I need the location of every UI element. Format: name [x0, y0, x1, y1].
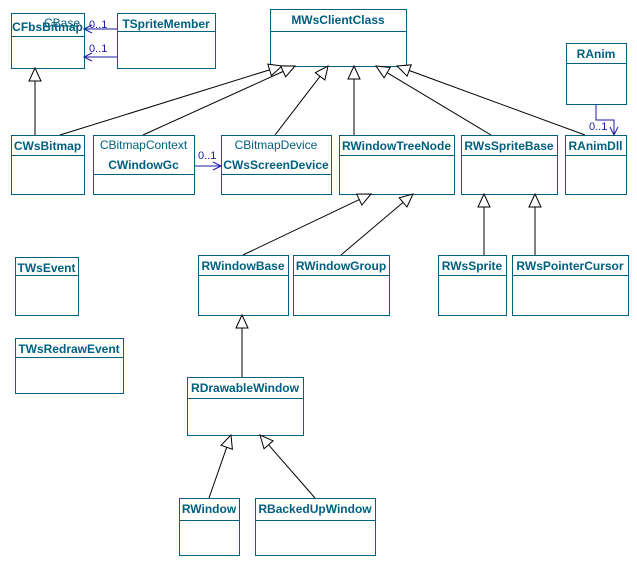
class-box — [270, 9, 407, 67]
class-box — [93, 135, 195, 195]
class-RWsSprite[interactable]: RWsSprite — [438, 255, 507, 316]
relationship-lines — [34, 28, 615, 499]
superclass-label: CBase — [44, 16, 80, 30]
generalization-arrowhead-CWsBitmap — [28, 66, 42, 82]
class-box — [255, 498, 376, 556]
generalization-arrowhead-RWsSpriteBase — [374, 65, 392, 79]
generalization-line-RWindow-RDrawableWindow — [208, 447, 228, 499]
association-arrowhead — [82, 24, 93, 34]
superclass-label: CBitmapContext — [100, 138, 188, 152]
class-name: CFbsBitmap — [12, 20, 83, 34]
class-RAnimDll[interactable]: RAnimDll — [565, 135, 627, 195]
class-RWindowBase[interactable]: RWindowBase — [198, 255, 289, 316]
class-name: TWsRedrawEvent — [18, 342, 119, 356]
class-box — [339, 135, 455, 195]
generalization-arrowhead-RBackedUpWindow — [259, 434, 274, 450]
class-name: RWindowGroup — [296, 259, 386, 273]
class-RWindowTreeNode[interactable]: RWindowTreeNode — [339, 135, 455, 195]
class-box — [565, 135, 627, 195]
generalization-arrowhead-CWsBitmap — [267, 63, 284, 77]
multiplicity-label: 0..1 — [198, 150, 216, 162]
class-RAnim[interactable]: RAnim — [566, 43, 627, 105]
class-RWindow[interactable]: RWindow — [179, 498, 240, 556]
class-name: RWsSpriteBase — [464, 139, 553, 153]
class-box — [15, 338, 124, 394]
class-box — [566, 43, 627, 105]
class-TWsEvent[interactable]: TWsEvent — [15, 257, 79, 316]
association-arrowhead — [82, 52, 93, 62]
class-box — [11, 135, 85, 195]
association-line-RAnim-RAnimDll — [595, 104, 615, 135]
multiplicity-label: 0..1 — [89, 19, 107, 31]
association-arrowhead — [212, 161, 223, 171]
class-CWsBitmap[interactable]: CWsBitmap — [11, 135, 85, 195]
generalization-line-RWsSpriteBase-MWsClientClass — [386, 72, 492, 136]
class-name: RAnim — [577, 47, 616, 61]
generalization-line-RBackedUpWindow-RDrawableWindow — [268, 444, 316, 499]
class-name: RWindow — [182, 502, 237, 516]
generalization-line-CWsBitmap-MWsClientClass — [59, 69, 270, 136]
relationship-markers: 0..1 0..1 0..1 0..1 — [28, 19, 619, 450]
generalization-arrowhead-CWsScreenDevice — [314, 65, 329, 81]
association-arrowhead — [609, 126, 619, 137]
class-box — [198, 255, 289, 316]
class-box — [221, 135, 332, 195]
class-name: TSpriteMember — [122, 17, 210, 31]
class-name: RWsSprite — [442, 259, 503, 273]
class-box — [15, 257, 79, 316]
generalization-line-RAnimDll-MWsClientClass — [409, 70, 586, 136]
class-box — [11, 13, 85, 69]
multiplicity-label: 0..1 — [589, 121, 607, 133]
generalization-line-CWsScreenDevice-MWsClientClass — [274, 76, 321, 136]
class-name: RAnimDll — [569, 139, 623, 153]
class-TWsRedrawEvent[interactable]: TWsRedrawEvent — [15, 338, 124, 394]
generalization-arrowhead-RWindow — [220, 433, 233, 450]
class-name: MWsClientClass — [291, 13, 385, 27]
generalization-arrowhead-RDrawableWindow — [235, 313, 249, 329]
class-box — [438, 255, 507, 316]
class-name: RDrawableWindow — [191, 381, 300, 395]
class-name: RWindowBase — [201, 259, 284, 273]
class-box — [117, 13, 216, 69]
generalization-arrowhead-RWsPointerCursor — [528, 192, 542, 208]
class-name: RWsPointerCursor — [516, 259, 623, 273]
class-name: CWsScreenDevice — [223, 158, 329, 172]
class-name: CWindowGc — [108, 158, 179, 172]
class-box — [461, 135, 558, 195]
generalization-arrowhead-RWindowBase — [355, 193, 373, 206]
superclass-label: CBitmapDevice — [235, 138, 318, 152]
class-RWindowGroup[interactable]: RWindowGroup — [293, 255, 390, 316]
generalization-arrowhead-CWindowGc — [279, 65, 297, 78]
class-name: TWsEvent — [17, 261, 75, 275]
class-RDrawableWindow[interactable]: RDrawableWindow — [187, 377, 304, 436]
class-MWsClientClass[interactable]: MWsClientClass — [270, 9, 407, 67]
class-box — [187, 377, 304, 436]
generalization-arrowhead-RWindowTreeNode — [347, 64, 361, 80]
class-name: RBackedUpWindow — [258, 502, 372, 516]
multiplicity-label: 0..1 — [89, 43, 107, 55]
class-box — [179, 498, 240, 556]
class-name: CWsBitmap — [14, 139, 81, 153]
class-box — [512, 255, 629, 316]
class-TSpriteMember[interactable]: TSpriteMember — [117, 13, 216, 69]
class-RWsSpriteBase[interactable]: RWsSpriteBase — [461, 135, 558, 195]
class-name: RWindowTreeNode — [342, 139, 451, 153]
generalization-line-RWindowGroup-RWindowTreeNode — [340, 202, 404, 256]
class-box — [293, 255, 390, 316]
generalization-arrowhead-RWindowGroup — [398, 193, 414, 208]
generalization-arrowhead-RAnimDll — [395, 64, 413, 78]
generalization-arrowhead-RWsSprite — [477, 192, 491, 208]
class-RBackedUpWindow[interactable]: RBackedUpWindow — [255, 498, 376, 556]
generalization-line-CWindowGc-MWsClientClass — [142, 70, 284, 136]
generalization-line-RWindowBase-RWindowTreeNode — [242, 199, 360, 256]
class-RWsPointerCursor[interactable]: RWsPointerCursor — [512, 255, 629, 316]
